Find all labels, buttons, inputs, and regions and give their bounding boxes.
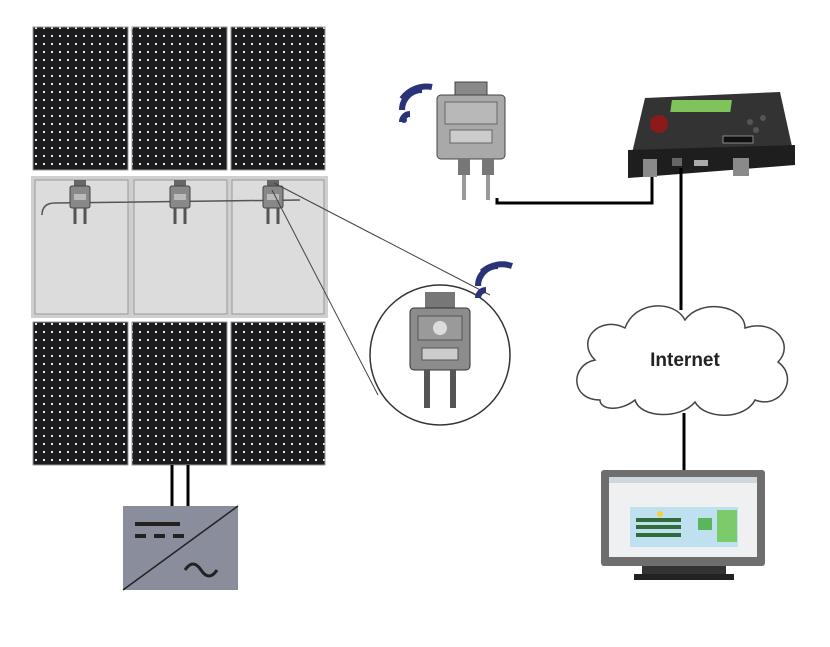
internet-label: Internet	[650, 350, 720, 371]
solar-panel-row-bottom	[32, 321, 326, 466]
solar-panel-row-top	[32, 26, 326, 171]
cloud-icon: Internet	[576, 305, 789, 416]
wifi-icon	[475, 261, 513, 299]
monitor-icon	[601, 470, 765, 580]
inverter-icon	[122, 505, 239, 591]
microinverter-icon	[436, 81, 506, 200]
solar-panel-row-middle	[31, 176, 328, 318]
wifi-icon	[399, 83, 433, 123]
gateway-icon	[628, 92, 795, 178]
magnifier-callout	[271, 182, 511, 426]
